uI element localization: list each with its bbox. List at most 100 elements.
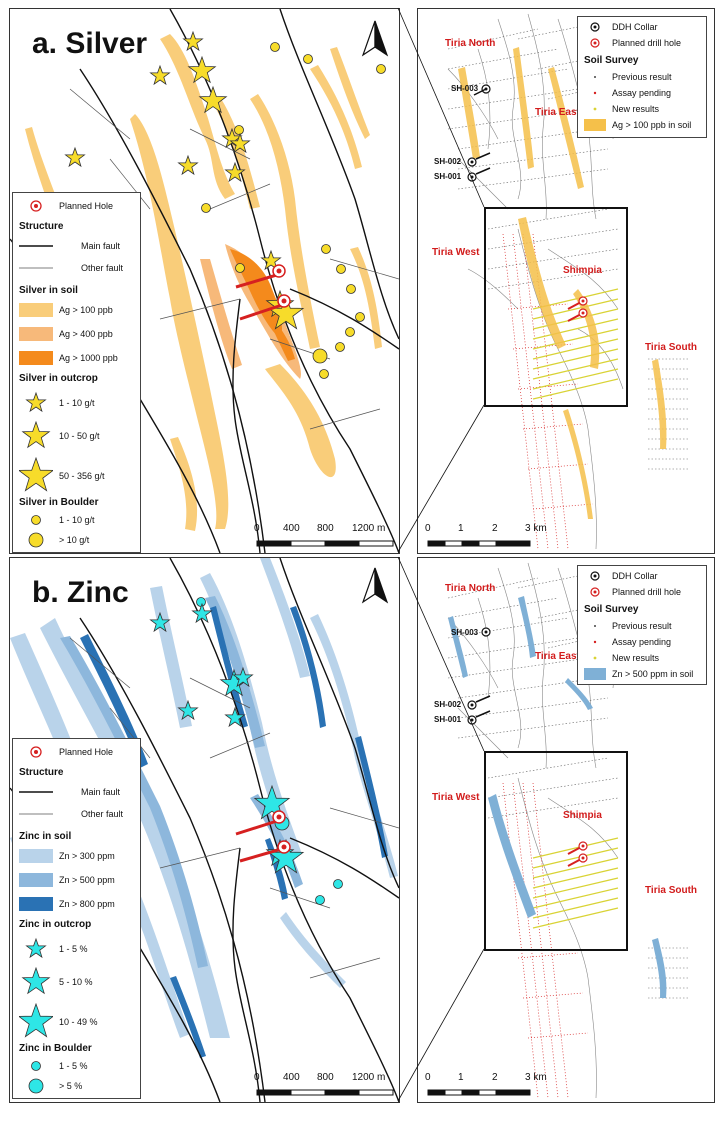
overview-scale-0: 0 xyxy=(425,1072,431,1083)
silver-scale-800: 800 xyxy=(317,523,334,534)
silver-overview-legend: DDH Collar Planned drill hole Soil Surve… xyxy=(577,16,707,138)
zinc-boulders xyxy=(196,597,343,905)
zinc-scale-1200: 1200 m xyxy=(352,1072,386,1083)
overview-new-results xyxy=(532,837,619,929)
overview-scale-bar xyxy=(427,1089,531,1096)
overview-planned-holes xyxy=(567,841,588,867)
legend-outcrop-3: 10 - 49 % xyxy=(19,1003,98,1041)
zinc-scale-0: 0 xyxy=(254,1072,260,1083)
north-arrow-icon xyxy=(361,20,389,57)
overview-pending-lines xyxy=(502,233,594,550)
zinc-scale-800: 800 xyxy=(317,1072,334,1083)
legend-pending: Assay pending xyxy=(584,87,671,99)
legend-outcrop-2: 5 - 10 % xyxy=(19,967,93,997)
legend-soil-1: Zn > 300 ppm xyxy=(19,849,115,863)
silver-boulders xyxy=(201,42,386,379)
silver-planned-holes xyxy=(235,264,291,321)
silver-legend: Planned Hole Structure Main fault Other … xyxy=(12,192,141,553)
legend-soil-3: Zn > 800 ppm xyxy=(19,897,115,911)
overview-scale-bar xyxy=(427,540,531,547)
zinc-map-panel: b. Zinc 0 400 800 1200 m Planned Hole St… xyxy=(9,557,400,1103)
silver-other-faults xyxy=(69,88,399,430)
legend-planned-drill: Planned drill hole xyxy=(584,37,681,49)
overview-planned-holes xyxy=(567,296,588,322)
legend-boulder-2: > 5 % xyxy=(19,1077,82,1095)
overview-collars xyxy=(467,627,491,725)
legend-soil-2: Zn > 500 ppm xyxy=(19,873,115,887)
legend-boulder-1: 1 - 10 g/t xyxy=(19,513,95,527)
place-tiria-south: Tiria South xyxy=(645,342,698,353)
legend-outcrop-head: Zinc in outcrop xyxy=(19,919,92,930)
legend-outcrop-1: 1 - 5 % xyxy=(19,937,88,961)
legend-soil-1: Ag > 100 ppb xyxy=(19,303,113,317)
legend-main-fault: Main fault xyxy=(19,241,121,251)
hole-sh003: SH-003 xyxy=(451,84,479,93)
silver-overview-panel: Tiria North Tiria East Tiria West Shimpi… xyxy=(417,8,715,554)
zinc-title: b. Zinc xyxy=(32,576,129,609)
place-tiria-north: Tiria North xyxy=(445,38,496,49)
silver-title: a. Silver xyxy=(32,27,148,60)
legend-outcrop-3: 50 - 356 g/t xyxy=(19,457,105,495)
overview-pending-lines xyxy=(502,782,589,1099)
zinc-legend: Planned Hole Structure Main fault Other … xyxy=(12,738,141,1099)
place-tiria-west: Tiria West xyxy=(432,792,480,803)
place-tiria-west: Tiria West xyxy=(432,247,480,258)
silver-scale-400: 400 xyxy=(283,523,300,534)
zinc-overview-legend: DDH Collar Planned drill hole Soil Surve… xyxy=(577,565,707,685)
place-shimpia: Shimpia xyxy=(563,265,602,276)
legend-collar: DDH Collar xyxy=(584,570,658,582)
legend-main-fault: Main fault xyxy=(19,787,121,797)
legend-other-fault: Other fault xyxy=(19,263,124,273)
overview-scale-1: 1 xyxy=(458,1072,464,1083)
zinc-planned-holes xyxy=(235,810,291,863)
legend-collar: DDH Collar xyxy=(584,21,658,33)
place-shimpia: Shimpia xyxy=(563,810,602,821)
overview-scale-3: 3 km xyxy=(525,523,547,534)
legend-soil-3: Ag > 1000 ppb xyxy=(19,351,118,365)
legend-structure-head: Structure xyxy=(19,221,64,232)
legend-boulder-1: 1 - 5 % xyxy=(19,1059,88,1073)
zinc-scale-bar xyxy=(256,1089,394,1096)
legend-soil-head: Silver in soil xyxy=(19,285,78,296)
legend-previous: Previous result xyxy=(584,71,672,83)
overview-scale-2: 2 xyxy=(492,1072,498,1083)
legend-outcrop-1: 1 - 10 g/t xyxy=(19,391,95,415)
silver-scale-0: 0 xyxy=(254,523,260,534)
legend-boulder-2: > 10 g/t xyxy=(19,531,89,549)
legend-planned-hole: Planned Hole xyxy=(19,745,113,759)
legend-outcrop-head: Silver in outcrop xyxy=(19,373,98,384)
hole-sh001: SH-001 xyxy=(434,172,462,181)
legend-planned-drill: Planned drill hole xyxy=(584,586,681,598)
legend-outcrop-2: 10 - 50 g/t xyxy=(19,421,100,451)
legend-previous: Previous result xyxy=(584,620,672,632)
legend-boulder-head: Zinc in Boulder xyxy=(19,1043,92,1054)
north-arrow-icon xyxy=(361,567,389,604)
legend-survey-head: Soil Survey xyxy=(584,55,639,66)
zinc-main-faults xyxy=(10,558,399,1102)
legend-soil-2: Ag > 400 ppb xyxy=(19,327,113,341)
place-tiria-north: Tiria North xyxy=(445,583,496,594)
hole-sh002: SH-002 xyxy=(434,700,462,709)
legend-anomaly: Zn > 500 ppm in soil xyxy=(584,668,693,680)
legend-new: New results xyxy=(584,652,659,664)
zinc-other-faults xyxy=(69,637,399,979)
overview-scale-3: 3 km xyxy=(525,1072,547,1083)
legend-soil-head: Zinc in soil xyxy=(19,831,72,842)
silver-map-panel: a. Silver 0 400 800 1200 m Planned Hole … xyxy=(9,8,400,554)
overview-zone-box xyxy=(484,751,628,951)
hole-sh001: SH-001 xyxy=(434,715,462,724)
legend-survey-head: Soil Survey xyxy=(584,604,639,615)
legend-anomaly: Ag > 100 ppb in soil xyxy=(584,119,691,131)
place-tiria-east: Tiria East xyxy=(535,107,580,118)
silver-scale-bar xyxy=(256,540,394,547)
hole-sh002: SH-002 xyxy=(434,157,462,166)
place-tiria-south: Tiria South xyxy=(645,885,698,896)
legend-boulder-head: Silver in Boulder xyxy=(19,497,99,508)
overview-scale-1: 1 xyxy=(458,523,464,534)
zinc-scale-400: 400 xyxy=(283,1072,300,1083)
overview-scale-0: 0 xyxy=(425,523,431,534)
legend-pending: Assay pending xyxy=(584,636,671,648)
legend-planned-hole: Planned Hole xyxy=(19,199,113,213)
silver-scale-1200: 1200 m xyxy=(352,523,386,534)
hole-sh003: SH-003 xyxy=(451,628,479,637)
